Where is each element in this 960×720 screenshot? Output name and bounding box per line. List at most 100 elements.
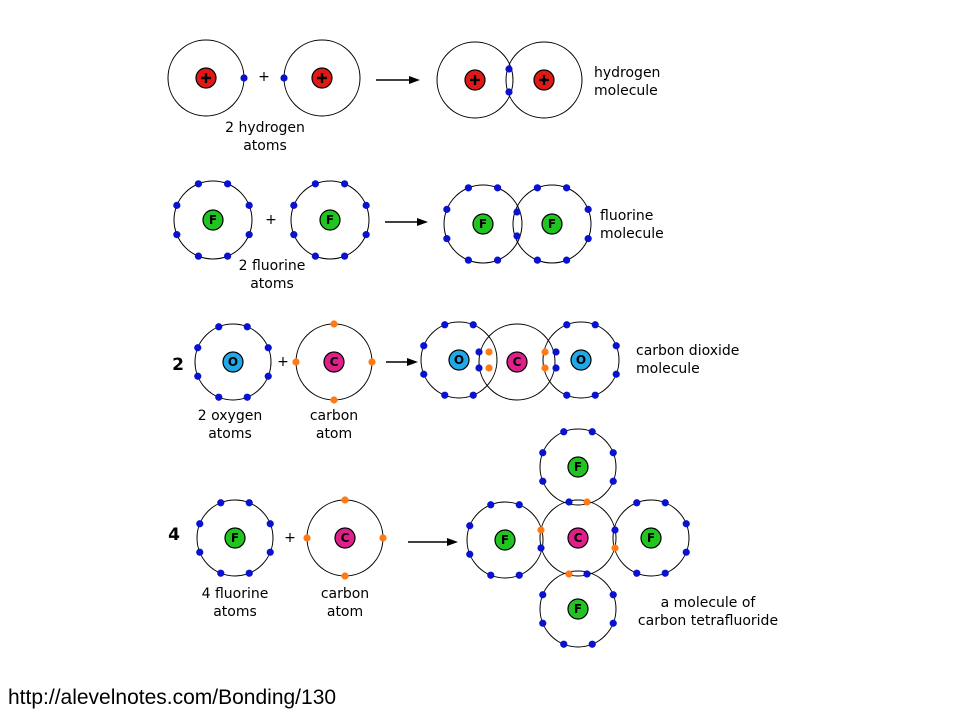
- electron-shell: [542, 321, 620, 399]
- electron: [264, 344, 272, 352]
- electron: [563, 256, 571, 264]
- coefficient: 4: [168, 525, 180, 545]
- electron: [341, 496, 349, 504]
- electron-shell: [173, 180, 253, 260]
- electron: [217, 569, 225, 577]
- nucleus-symbol: F: [501, 533, 509, 547]
- electron: [266, 548, 274, 556]
- electron: [243, 393, 251, 401]
- electron: [682, 520, 690, 528]
- electron: [441, 321, 449, 329]
- nucleus: [494, 529, 516, 551]
- electron: [494, 256, 502, 264]
- electron: [464, 184, 472, 192]
- electron: [266, 520, 274, 528]
- electron-shell: [478, 323, 556, 401]
- electron: [533, 256, 541, 264]
- electron: [420, 370, 428, 378]
- electron: [292, 358, 300, 366]
- electron-shell: [505, 41, 583, 119]
- reactant-label: 2 hydrogen: [225, 120, 305, 136]
- electron: [588, 428, 596, 436]
- source-url: http://alevelnotes.com/Bonding/130: [8, 686, 337, 709]
- nucleus: [222, 351, 244, 373]
- electron-shell: [612, 499, 690, 577]
- electron: [194, 180, 202, 188]
- nucleus: [567, 598, 589, 620]
- arrow-head: [447, 538, 458, 546]
- electron: [633, 499, 641, 507]
- electron: [224, 252, 232, 260]
- product-label: molecule: [600, 226, 664, 242]
- electron-shell: [290, 180, 370, 260]
- electron: [330, 396, 338, 404]
- nucleus-symbol: C: [574, 531, 583, 545]
- electron: [539, 619, 547, 627]
- electron: [469, 391, 477, 399]
- electron: [565, 570, 573, 578]
- electron: [494, 184, 502, 192]
- electron: [583, 498, 591, 506]
- electron: [552, 364, 560, 372]
- reactant-label: 4 fluorine: [202, 586, 269, 602]
- electron: [633, 569, 641, 577]
- electron: [541, 348, 549, 356]
- electron: [485, 364, 493, 372]
- product-label: carbon tetrafluoride: [638, 613, 778, 629]
- arrow-head: [407, 358, 418, 366]
- electron: [505, 88, 513, 96]
- electron: [194, 252, 202, 260]
- nucleus-symbol: C: [513, 355, 522, 369]
- electron: [224, 180, 232, 188]
- product-label: molecule: [594, 83, 658, 99]
- electron: [196, 520, 204, 528]
- electron: [215, 323, 223, 331]
- electron: [466, 550, 474, 558]
- nucleus: [541, 213, 563, 235]
- electron: [368, 358, 376, 366]
- nucleus: [472, 213, 494, 235]
- electron: [563, 321, 571, 329]
- electron: [290, 201, 298, 209]
- electron: [379, 534, 387, 542]
- electron-shell: [420, 321, 498, 399]
- electron: [612, 370, 620, 378]
- arrow-head: [417, 218, 428, 226]
- nucleus-symbol: O: [576, 353, 586, 367]
- nucleus-symbol: C: [330, 355, 339, 369]
- plus-operator: +: [258, 69, 270, 85]
- electron: [420, 342, 428, 350]
- electron: [341, 572, 349, 580]
- electron-shell: [539, 499, 617, 577]
- electron: [485, 348, 493, 356]
- nucleus-symbol: F: [574, 602, 582, 616]
- electron: [464, 256, 472, 264]
- electron: [583, 570, 591, 578]
- electron: [552, 348, 560, 356]
- nucleus: [567, 527, 589, 549]
- nucleus: [506, 351, 528, 373]
- product-label: molecule: [636, 361, 700, 377]
- reactant-label: carbon: [321, 586, 369, 602]
- electron: [194, 372, 202, 380]
- electron-shell: [443, 184, 523, 264]
- electron: [245, 569, 253, 577]
- electron: [196, 548, 204, 556]
- electron: [487, 571, 495, 579]
- electron: [611, 526, 619, 534]
- electron: [487, 501, 495, 509]
- electron-shell: [466, 501, 544, 579]
- electron: [280, 74, 288, 82]
- electron: [362, 231, 370, 239]
- electron: [513, 232, 521, 240]
- electron: [537, 544, 545, 552]
- electron: [341, 180, 349, 188]
- electron: [515, 501, 523, 509]
- electron: [513, 208, 521, 216]
- electron: [560, 640, 568, 648]
- nucleus: [319, 209, 341, 231]
- electron: [609, 619, 617, 627]
- electron: [362, 201, 370, 209]
